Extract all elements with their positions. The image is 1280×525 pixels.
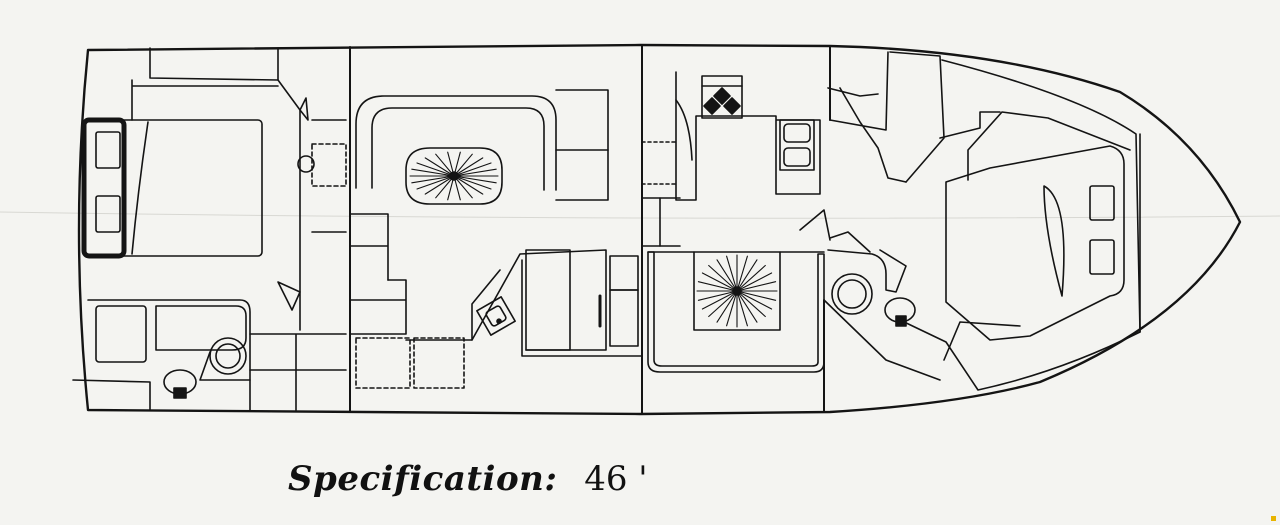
specification-length: 46 ' <box>584 459 648 499</box>
forward-head <box>823 231 941 381</box>
lower-stair <box>647 251 825 373</box>
aft-pillow-1 <box>95 131 121 169</box>
forward-berth <box>945 145 1125 341</box>
aft-vanity <box>95 305 147 363</box>
stair-hatch-icon <box>409 151 499 201</box>
salon-cabinet <box>525 249 571 351</box>
salon-settee <box>355 95 557 191</box>
galley <box>641 71 831 241</box>
paper-fold <box>0 211 1280 219</box>
stove-burners-icon <box>701 75 743 119</box>
sink-icon <box>476 296 516 336</box>
aft-head <box>87 299 347 411</box>
aft-shower <box>155 305 247 351</box>
salon-table <box>405 147 503 205</box>
forward-pillow-1 <box>1089 185 1115 221</box>
stern-frame <box>72 47 279 411</box>
aft-shower-drain <box>209 337 247 375</box>
aft-stateroom <box>81 79 347 331</box>
specification-caption: Specification: 46 ' <box>288 462 648 496</box>
forward-blanket-fold <box>1043 185 1065 297</box>
forward-pillow-2 <box>1089 239 1115 275</box>
toilet-tank <box>173 387 187 399</box>
forward-stateroom <box>827 51 1141 391</box>
lower-stair-hatch-icon <box>696 254 778 328</box>
aft-locker <box>311 143 347 187</box>
aft-step <box>297 155 315 173</box>
salon <box>349 89 681 389</box>
shower-drain <box>831 273 873 315</box>
salon-ottomans <box>355 337 465 389</box>
hatch-frame <box>693 251 781 331</box>
galley-sink <box>779 119 815 171</box>
aft-headboard <box>81 117 127 259</box>
specification-label: Specification: <box>288 459 558 499</box>
hull-outline <box>77 43 1242 416</box>
corner-mark <box>1271 516 1276 521</box>
aft-blanket-fold <box>131 121 149 255</box>
bulkheads <box>349 44 831 415</box>
aft-bed <box>83 119 263 257</box>
aft-pillow-2 <box>95 195 121 233</box>
